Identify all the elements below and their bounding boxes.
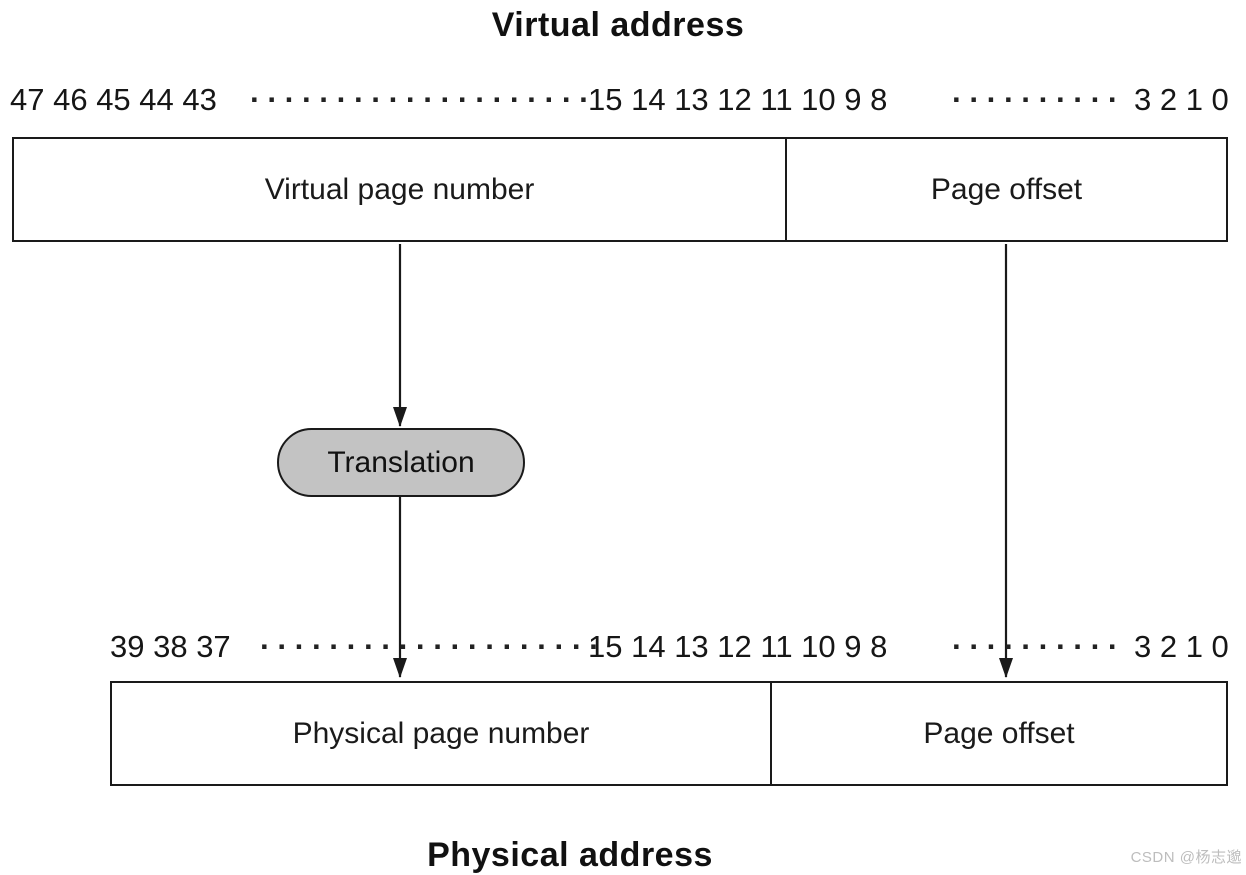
virtual-address-box: Virtual page number Page offset — [12, 137, 1228, 242]
physical-address-title: Physical address — [427, 836, 713, 874]
physical-page-number-cell: Physical page number — [112, 683, 772, 784]
physical-bits-low: 3 2 1 0 — [1134, 629, 1229, 664]
translation-bubble: Translation — [277, 428, 525, 497]
virtual-bits-high: 47 46 45 44 43 — [10, 82, 217, 117]
virtual-bits-dots-left: ···················· — [250, 82, 597, 117]
physical-bits-mid: 15 14 13 12 11 10 9 8 — [588, 629, 888, 664]
virtual-page-number-cell: Virtual page number — [14, 139, 787, 240]
physical-bits-high: 39 38 37 — [110, 629, 231, 664]
virtual-bit-row: 47 46 45 44 43 ···················· 15 1… — [0, 82, 1246, 118]
physical-bit-row: 39 38 37 ···················· 15 14 13 1… — [0, 629, 1246, 665]
physical-bits-dots-left: ···················· — [260, 629, 607, 664]
physical-address-box: Physical page number Page offset — [110, 681, 1228, 786]
virtual-page-offset-cell: Page offset — [930, 172, 1083, 206]
virtual-bits-dots-right: ·········· — [952, 82, 1126, 117]
physical-bits-dots-right: ·········· — [952, 629, 1126, 664]
csdn-watermark: CSDN @杨志邈 — [1130, 849, 1242, 866]
virtual-address-title: Virtual address — [491, 6, 745, 44]
virtual-bits-low: 3 2 1 0 — [1134, 82, 1229, 117]
physical-page-offset-cell: Page offset — [923, 716, 1075, 750]
virtual-bits-mid: 15 14 13 12 11 10 9 8 — [588, 82, 888, 117]
